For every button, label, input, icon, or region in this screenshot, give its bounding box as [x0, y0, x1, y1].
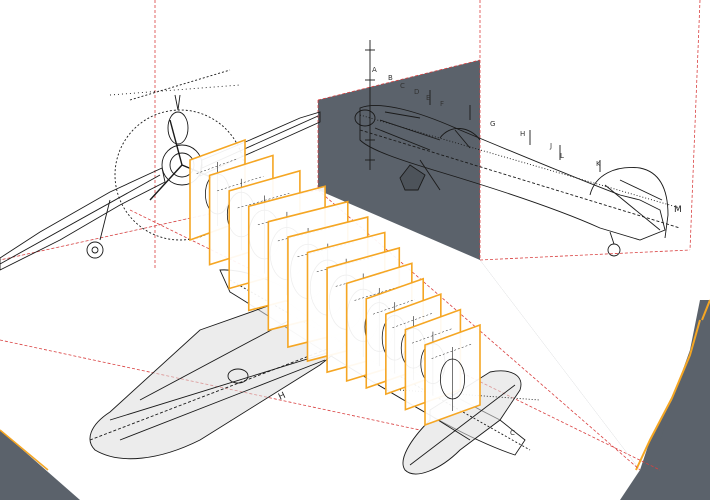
side-label-C: C — [400, 82, 405, 90]
section-waterline — [196, 158, 237, 174]
right-corner-dark — [630, 300, 710, 500]
side-label-G: G — [490, 120, 495, 128]
side-label-E: E — [426, 94, 430, 102]
left-corner-edge — [0, 429, 49, 471]
canopy-front — [167, 111, 189, 145]
side-label-B: B — [388, 74, 393, 82]
section-waterline — [411, 328, 453, 344]
side-main-gear — [399, 164, 426, 191]
top-main-wing — [89, 299, 346, 460]
section-waterline — [431, 343, 472, 359]
right-panel-edge-2 — [701, 299, 710, 321]
top-view-blueprint — [89, 269, 541, 475]
side-label-F: F — [440, 100, 444, 108]
top-wing-roundel — [227, 368, 249, 384]
side-canopy — [439, 128, 481, 141]
side-fuselage — [359, 105, 666, 241]
top-label-stab-C: C — [510, 429, 515, 437]
side-tail-fin — [589, 167, 669, 239]
section-frames — [189, 138, 481, 427]
side-label-H: H — [520, 130, 525, 138]
side-view-labels: A B C D E F G H J K L M — [372, 66, 682, 215]
side-view-blueprint — [354, 40, 681, 257]
right-panel-edge — [635, 319, 701, 471]
right-wall-sheet — [480, 0, 710, 470]
side-label-K: K — [596, 160, 601, 168]
section-waterline — [392, 312, 433, 329]
front-left-wheel — [86, 241, 104, 259]
side-label-A: A — [372, 66, 377, 74]
section-waterline — [373, 299, 415, 315]
section-waterline — [237, 193, 290, 209]
side-spinner — [354, 109, 376, 127]
side-label-J: J — [549, 142, 552, 150]
side-label-L: L — [560, 152, 564, 160]
front-left-wing — [0, 167, 166, 271]
side-label-M: M — [674, 205, 682, 215]
left-wall-sheet — [0, 0, 480, 260]
section-waterline — [217, 176, 264, 192]
top-label-wing: H — [277, 391, 287, 403]
section-frame-13[interactable] — [424, 323, 481, 427]
side-label-D: D — [414, 88, 419, 96]
